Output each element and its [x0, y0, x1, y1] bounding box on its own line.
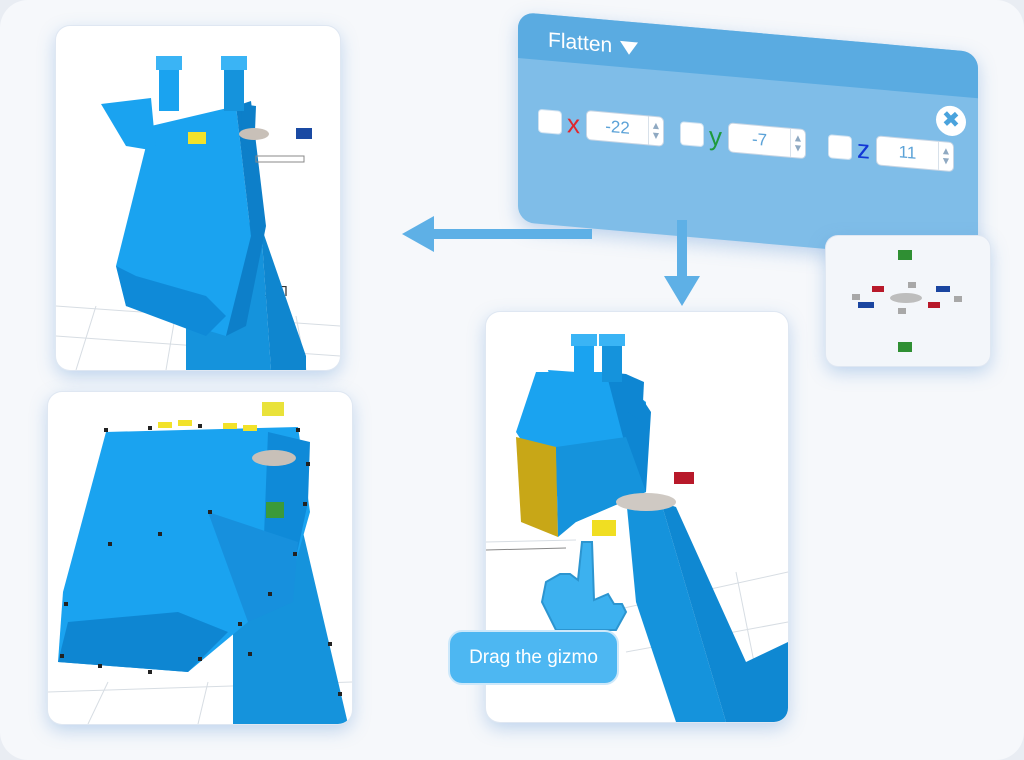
- axis-x-value[interactable]: -22: [605, 116, 630, 138]
- axis-y-row: y -7 ▲▼: [680, 118, 806, 160]
- axis-z-stepper[interactable]: 11 ▲▼: [876, 135, 954, 173]
- drag-gizmo-hint-button[interactable]: Drag the gizmo: [448, 630, 619, 685]
- viewport-before[interactable]: LEFT: [56, 26, 340, 370]
- axis-y-stepper[interactable]: -7 ▲▼: [728, 122, 806, 160]
- gizmo-disc[interactable]: [239, 128, 269, 140]
- gizmo-handle-yellow[interactable]: [592, 520, 616, 536]
- axis-x-label: x: [567, 108, 580, 140]
- close-icon[interactable]: ✖: [936, 104, 966, 138]
- flatten-title[interactable]: Flatten: [548, 29, 639, 61]
- axis-x-row: x -22 ▲▼: [538, 106, 664, 147]
- gizmo-disc[interactable]: [616, 493, 676, 511]
- axis-y-checkbox[interactable]: [680, 121, 704, 148]
- arrow-left-icon: [402, 216, 592, 252]
- gizmo-handle-yellow[interactable]: [188, 132, 206, 144]
- axis-y-value[interactable]: -7: [751, 129, 768, 150]
- pointing-hand-icon: [540, 541, 628, 631]
- axis-x-stepper-arrows[interactable]: ▲▼: [648, 116, 663, 146]
- flatten-header[interactable]: Flatten: [518, 12, 978, 99]
- axis-z-checkbox[interactable]: [828, 134, 852, 161]
- gizmo-preview: [826, 236, 990, 366]
- axis-x-checkbox[interactable]: [538, 108, 562, 135]
- arrow-down-icon: [664, 220, 700, 306]
- axis-x-stepper[interactable]: -22 ▲▼: [586, 109, 664, 147]
- axis-y-label: y: [709, 120, 722, 152]
- dropdown-triangle-icon[interactable]: [620, 40, 639, 56]
- gizmo-handle-blue[interactable]: [296, 128, 312, 139]
- giraffe-head-view-3: [486, 334, 788, 722]
- gizmo-icon: [852, 250, 962, 352]
- axis-y-stepper-arrows[interactable]: ▲▼: [790, 128, 805, 159]
- axis-z-row: z 11 ▲▼: [828, 131, 954, 173]
- gizmo-disc[interactable]: [252, 450, 296, 466]
- selected-face: [516, 437, 558, 537]
- gizmo-handle-yellow[interactable]: [262, 402, 284, 416]
- viewport-selection[interactable]: [48, 392, 352, 724]
- axis-z-value[interactable]: 11: [898, 142, 917, 163]
- gizmo-handle-green[interactable]: [266, 502, 284, 518]
- axis-z-label: z: [857, 133, 870, 165]
- giraffe-head-view-2: [48, 402, 352, 724]
- gizmo-handle-red[interactable]: [674, 472, 694, 484]
- giraffe-head-view-1: LEFT: [56, 56, 340, 370]
- axis-z-stepper-arrows[interactable]: ▲▼: [938, 141, 953, 172]
